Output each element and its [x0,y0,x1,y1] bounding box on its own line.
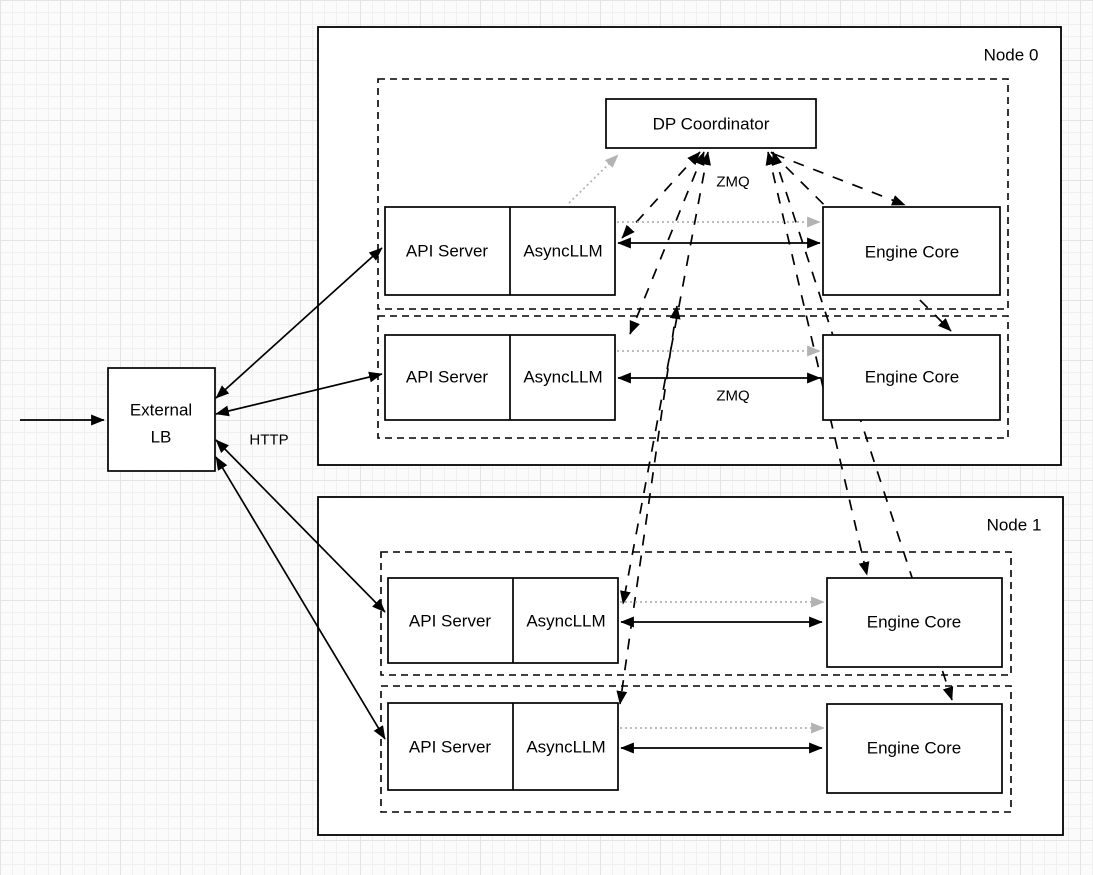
zmq-label-row: ZMQ [716,388,749,405]
engine-core-box-n1r1 [826,703,1003,794]
external-lb-box [107,367,216,472]
asyncllm-label-n0r0: AsyncLLM [523,242,602,261]
engine-core-box-n0r1 [822,334,1001,421]
apiserver-asyncllm-box-n0r0 [384,206,616,296]
node0-rank0-container [377,78,1009,310]
apiserver-asyncllm-box-n0r1 [384,334,616,421]
solid-arrow-lb-apiserver-n1r1 [215,456,386,740]
apiserver-asyncllm-box-n1r0 [387,577,619,664]
asyncllm-label-n0r1: AsyncLLM [523,368,602,387]
asyncllm-label-n1r1: AsyncLLM [526,738,605,757]
apiserver-asyncllm-box-n1r1 [387,702,619,791]
engine-core-box-n0r0 [822,206,1001,296]
dp-coordinator-label: DP Coordinator [653,115,770,134]
external-lb-label-line1: External [130,401,192,420]
engine-core-label-n0r0: Engine Core [865,243,960,262]
zmq-label-coordinator: ZMQ [716,174,749,191]
engine-core-label-n1r1: Engine Core [867,739,962,758]
api-server-label-n0r1: API Server [406,368,489,387]
http-label: HTTP [249,432,288,449]
engine-core-label-n0r1: Engine Core [865,368,960,387]
api-server-label-n1r1: API Server [409,738,492,757]
dashed-arrow-coordinator-asyncllm-n1r1 [616,305,681,705]
dotted-arrow-asyncllm-n0r0-coordinator [568,154,619,204]
api-server-label-n0r0: API Server [406,242,489,261]
node1-title: Node 1 [987,516,1042,535]
external-lb-label-line2: LB [151,428,172,447]
api-server-label-n1r0: API Server [409,612,492,631]
engine-core-label-n1r0: Engine Core [867,613,962,632]
node1-rank1-container [380,685,1012,813]
dp-coordinator-box [605,98,817,149]
asyncllm-label-n1r0: AsyncLLM [526,612,605,631]
solid-arrow-lb-apiserver-n0r1 [215,371,383,417]
node0-title: Node 0 [984,46,1039,65]
engine-core-box-n1r0 [826,577,1003,668]
